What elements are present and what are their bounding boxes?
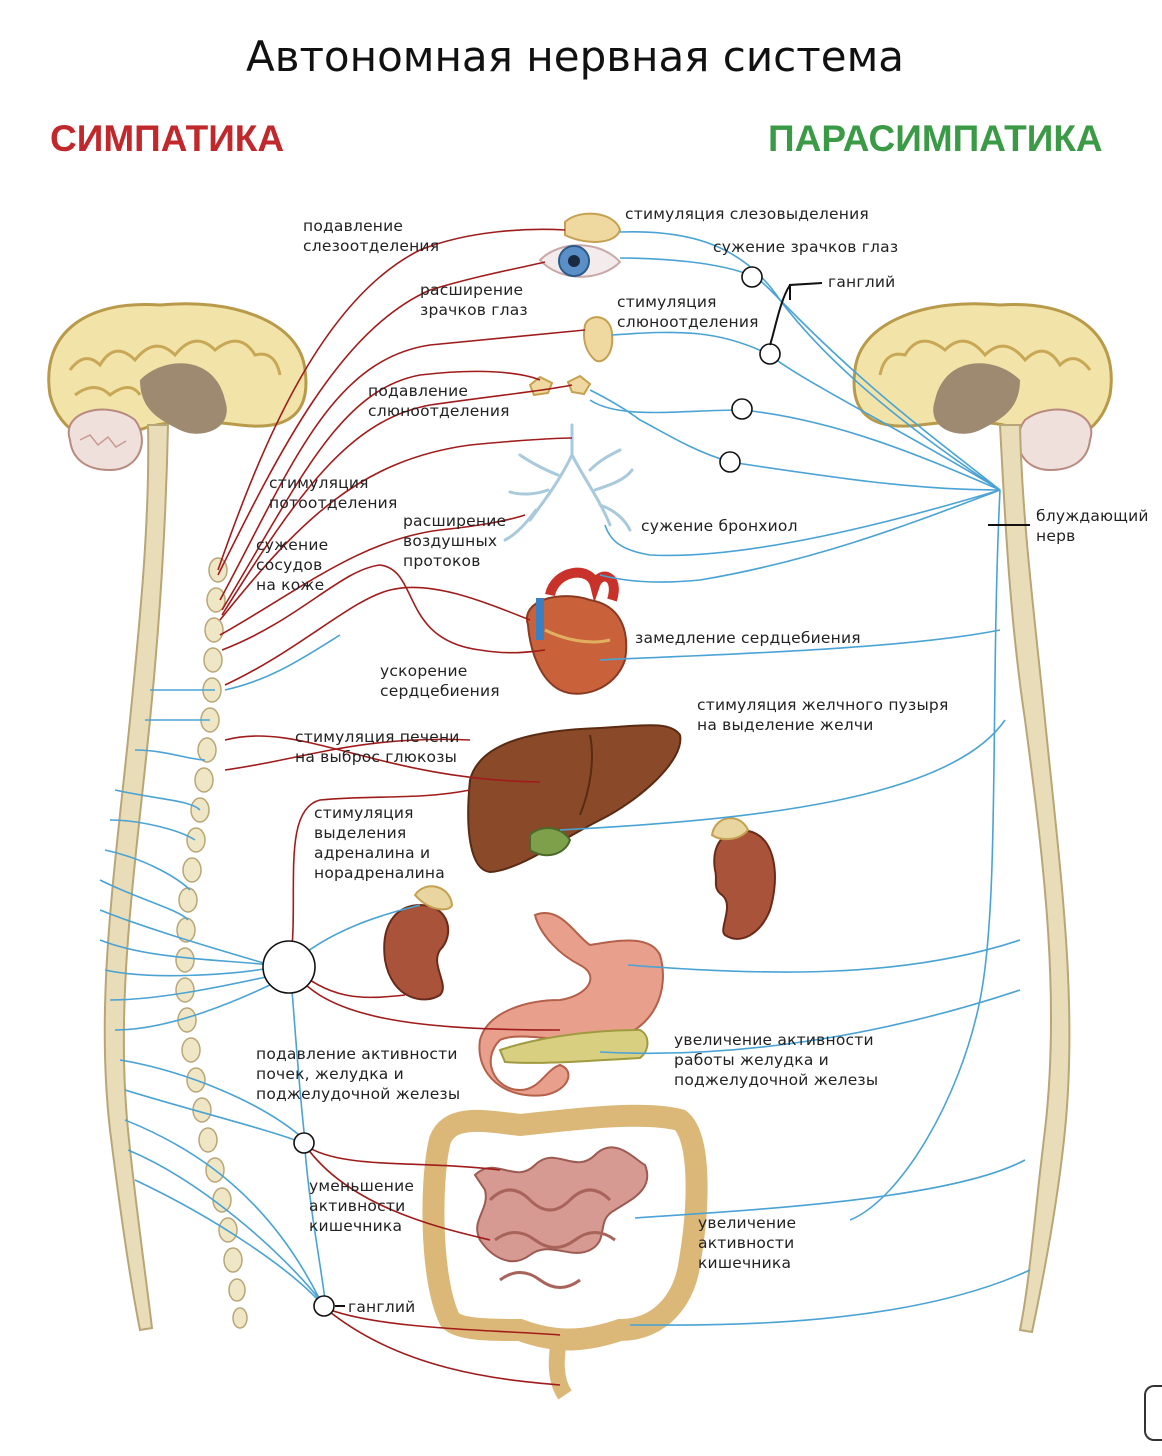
parasympathetic-nerves xyxy=(99,230,1031,1326)
kidney-icon xyxy=(383,817,776,1001)
label-saliva-stim: стимуляция слюноотделения xyxy=(617,293,759,331)
ganglion-icon xyxy=(262,266,781,1317)
label-ganglion-bottom: ганглий xyxy=(348,1298,416,1316)
label-vessels: сужение сосудов на коже xyxy=(256,536,329,594)
label-airways: расширение воздушных протоков xyxy=(403,512,507,570)
label-gallbladder: стимуляция желчного пузыря на выделение … xyxy=(697,696,949,734)
intestine-icon xyxy=(422,1104,708,1400)
label-saliva-suppress: подавление слюноотделения xyxy=(368,382,510,420)
left-brain-icon xyxy=(47,302,308,472)
label-bronchioles: сужение бронхиол xyxy=(641,517,798,535)
lungs-icon xyxy=(503,423,634,542)
heart-icon xyxy=(525,567,628,695)
label-sweat-stim: стимуляция потоотделения xyxy=(269,474,398,512)
label-heart-fast: ускорение сердцебиения xyxy=(380,662,500,700)
label-stomach-increase: увеличение активности работы желудка и п… xyxy=(674,1031,879,1089)
label-heart-slow: замедление сердцебиения xyxy=(635,629,861,647)
label-pupil-dilate: расширение зрачков глаз xyxy=(420,281,528,319)
page-title: Автономная нервная система xyxy=(245,32,905,81)
stomach-icon xyxy=(478,912,664,1097)
label-organs-suppress: подавление активности почек, желудка и п… xyxy=(256,1045,461,1103)
label-tear-suppress: подавление слезоотделения xyxy=(303,217,440,255)
scroll-handle[interactable] xyxy=(1144,1385,1162,1441)
label-pupil-constrict: сужение зрачков глаз xyxy=(713,238,899,256)
parasympathetic-heading: ПАРАСИМПАТИКА xyxy=(768,118,1103,159)
label-intestine-increase: увеличение активности кишечника xyxy=(698,1214,797,1272)
liver-icon xyxy=(467,724,682,874)
label-vagus: блуждающий нерв xyxy=(1036,507,1149,545)
right-spinal-cord xyxy=(998,424,1071,1334)
salivary-gland-icon xyxy=(528,316,614,397)
sympathetic-heading: СИМПАТИКА xyxy=(50,118,285,159)
label-ganglion-top: ганглий xyxy=(828,273,896,291)
sympathetic-nerves xyxy=(217,228,586,1386)
label-liver: стимуляция печени на выброс глюкозы xyxy=(295,728,460,766)
right-brain-icon xyxy=(852,302,1113,472)
label-intestine-decrease: уменьшение активности кишечника xyxy=(309,1177,415,1235)
label-adrenaline: стимуляция выделения адреналина и норадр… xyxy=(314,804,445,882)
eye-icon xyxy=(538,212,622,278)
label-tear-stim: стимуляция слезовыделения xyxy=(625,205,869,223)
